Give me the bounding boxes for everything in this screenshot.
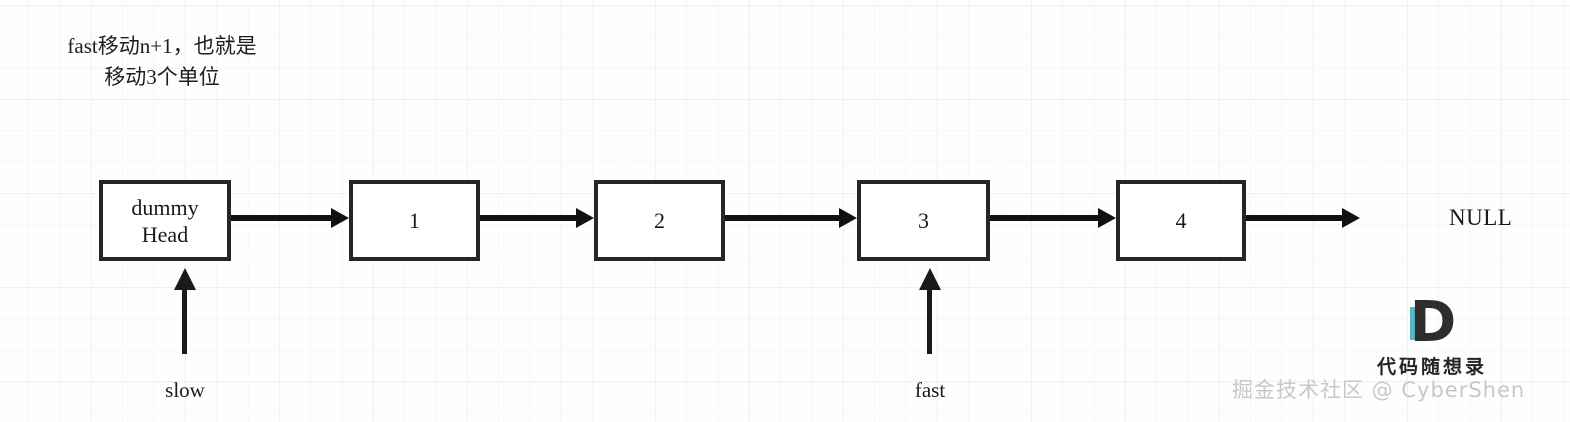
link-arrow-4-to-null [1246, 215, 1343, 221]
diagram-caption: fast移动n+1，也就是 移动3个单位 [22, 31, 302, 93]
slow-pointer-arrowhead [174, 268, 196, 290]
node-dummy-head: dummy Head [99, 180, 231, 261]
caption-line-2: 移动3个单位 [104, 65, 220, 89]
node-1-label: 1 [409, 208, 420, 233]
node-dummy-head-label-line1: dummy [131, 194, 199, 220]
slow-pointer-label: slow [165, 378, 205, 402]
node-4-label: 4 [1175, 208, 1187, 233]
logo-d-icon: D [1401, 290, 1463, 355]
node-3-label: 3 [918, 208, 929, 233]
caption-line-1: fast移动n+1，也就是 [67, 34, 257, 58]
node-3: 3 [857, 180, 990, 261]
logo-accent-bar [1410, 307, 1425, 340]
logo-text: 代码随想录 [1376, 356, 1487, 378]
node-1: 1 [349, 180, 480, 261]
link-arrow-1-to-2 [480, 215, 577, 221]
link-arrow-3-to-4 [990, 215, 1099, 221]
logo-letter: D [1409, 290, 1456, 355]
node-2: 2 [594, 180, 725, 261]
fast-pointer-shaft [927, 288, 932, 354]
fast-pointer-arrowhead [919, 268, 941, 290]
slow-pointer-shaft [182, 288, 187, 354]
link-arrow-2-to-3 [725, 215, 840, 221]
node-2-label: 2 [654, 208, 665, 233]
fast-pointer-label: fast [914, 378, 946, 402]
node-4: 4 [1116, 180, 1246, 261]
watermark-text: 掘金技术社区 @ CyberShen [1232, 378, 1526, 402]
node-dummy-head-label-line2: Head [141, 221, 189, 247]
brand-logo: D 代码随想录 [1352, 290, 1512, 379]
null-terminator-label: NULL [1449, 205, 1513, 230]
link-arrow-dummy-to-1 [231, 215, 332, 221]
